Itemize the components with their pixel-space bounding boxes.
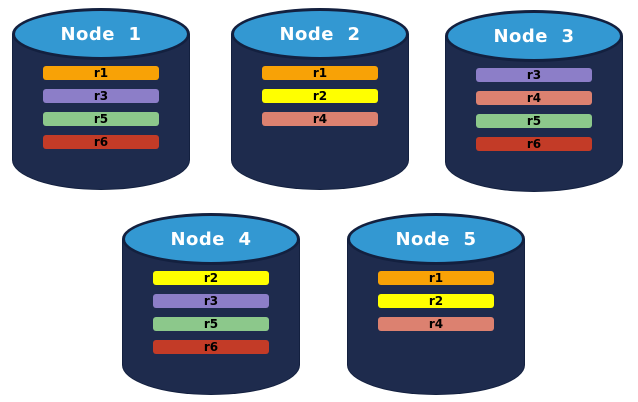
replica-bar-r4: r4 <box>262 112 378 126</box>
replica-list: r3 r4 r5 r6 <box>476 68 592 151</box>
replica-list: r1 r2 r4 <box>262 66 378 126</box>
cylinder-top-ellipse: Node 4 <box>122 213 300 265</box>
replica-bar-r3: r3 <box>476 68 592 82</box>
cylinder-top-ellipse: Node 5 <box>347 213 525 265</box>
replica-bar-r2: r2 <box>153 271 269 285</box>
replica-bar-r3: r3 <box>153 294 269 308</box>
replica-bar-r6: r6 <box>43 135 159 149</box>
replica-bar-r2: r2 <box>378 294 494 308</box>
node-label: Node 5 <box>395 228 477 250</box>
replica-bar-r4: r4 <box>378 317 494 331</box>
replica-list: r2 r3 r5 r6 <box>153 271 269 354</box>
node-label: Node 4 <box>170 228 252 250</box>
replica-bar-r3: r3 <box>43 89 159 103</box>
replica-bar-r2: r2 <box>262 89 378 103</box>
replica-bar-r5: r5 <box>476 114 592 128</box>
replica-bar-r1: r1 <box>262 66 378 80</box>
database-node-5: Node 5 r1 r2 r4 <box>347 213 525 395</box>
replica-bar-r1: r1 <box>43 66 159 80</box>
replica-bar-r4: r4 <box>476 91 592 105</box>
replica-bar-r5: r5 <box>153 317 269 331</box>
database-node-3: Node 3 r3 r4 r5 r6 <box>445 10 623 192</box>
replica-bar-r6: r6 <box>476 137 592 151</box>
cylinder-top-ellipse: Node 1 <box>12 8 190 60</box>
cylinder-top-ellipse: Node 2 <box>231 8 409 60</box>
replica-bar-r5: r5 <box>43 112 159 126</box>
database-node-1: Node 1 r1 r3 r5 r6 <box>12 8 190 190</box>
replica-bar-r6: r6 <box>153 340 269 354</box>
database-node-2: Node 2 r1 r2 r4 <box>231 8 409 190</box>
node-label: Node 2 <box>279 23 361 45</box>
replica-list: r1 r2 r4 <box>378 271 494 331</box>
database-node-4: Node 4 r2 r3 r5 r6 <box>122 213 300 395</box>
node-label: Node 3 <box>493 25 575 47</box>
node-label: Node 1 <box>60 23 142 45</box>
replica-list: r1 r3 r5 r6 <box>43 66 159 149</box>
replica-bar-r1: r1 <box>378 271 494 285</box>
cylinder-top-ellipse: Node 3 <box>445 10 623 62</box>
